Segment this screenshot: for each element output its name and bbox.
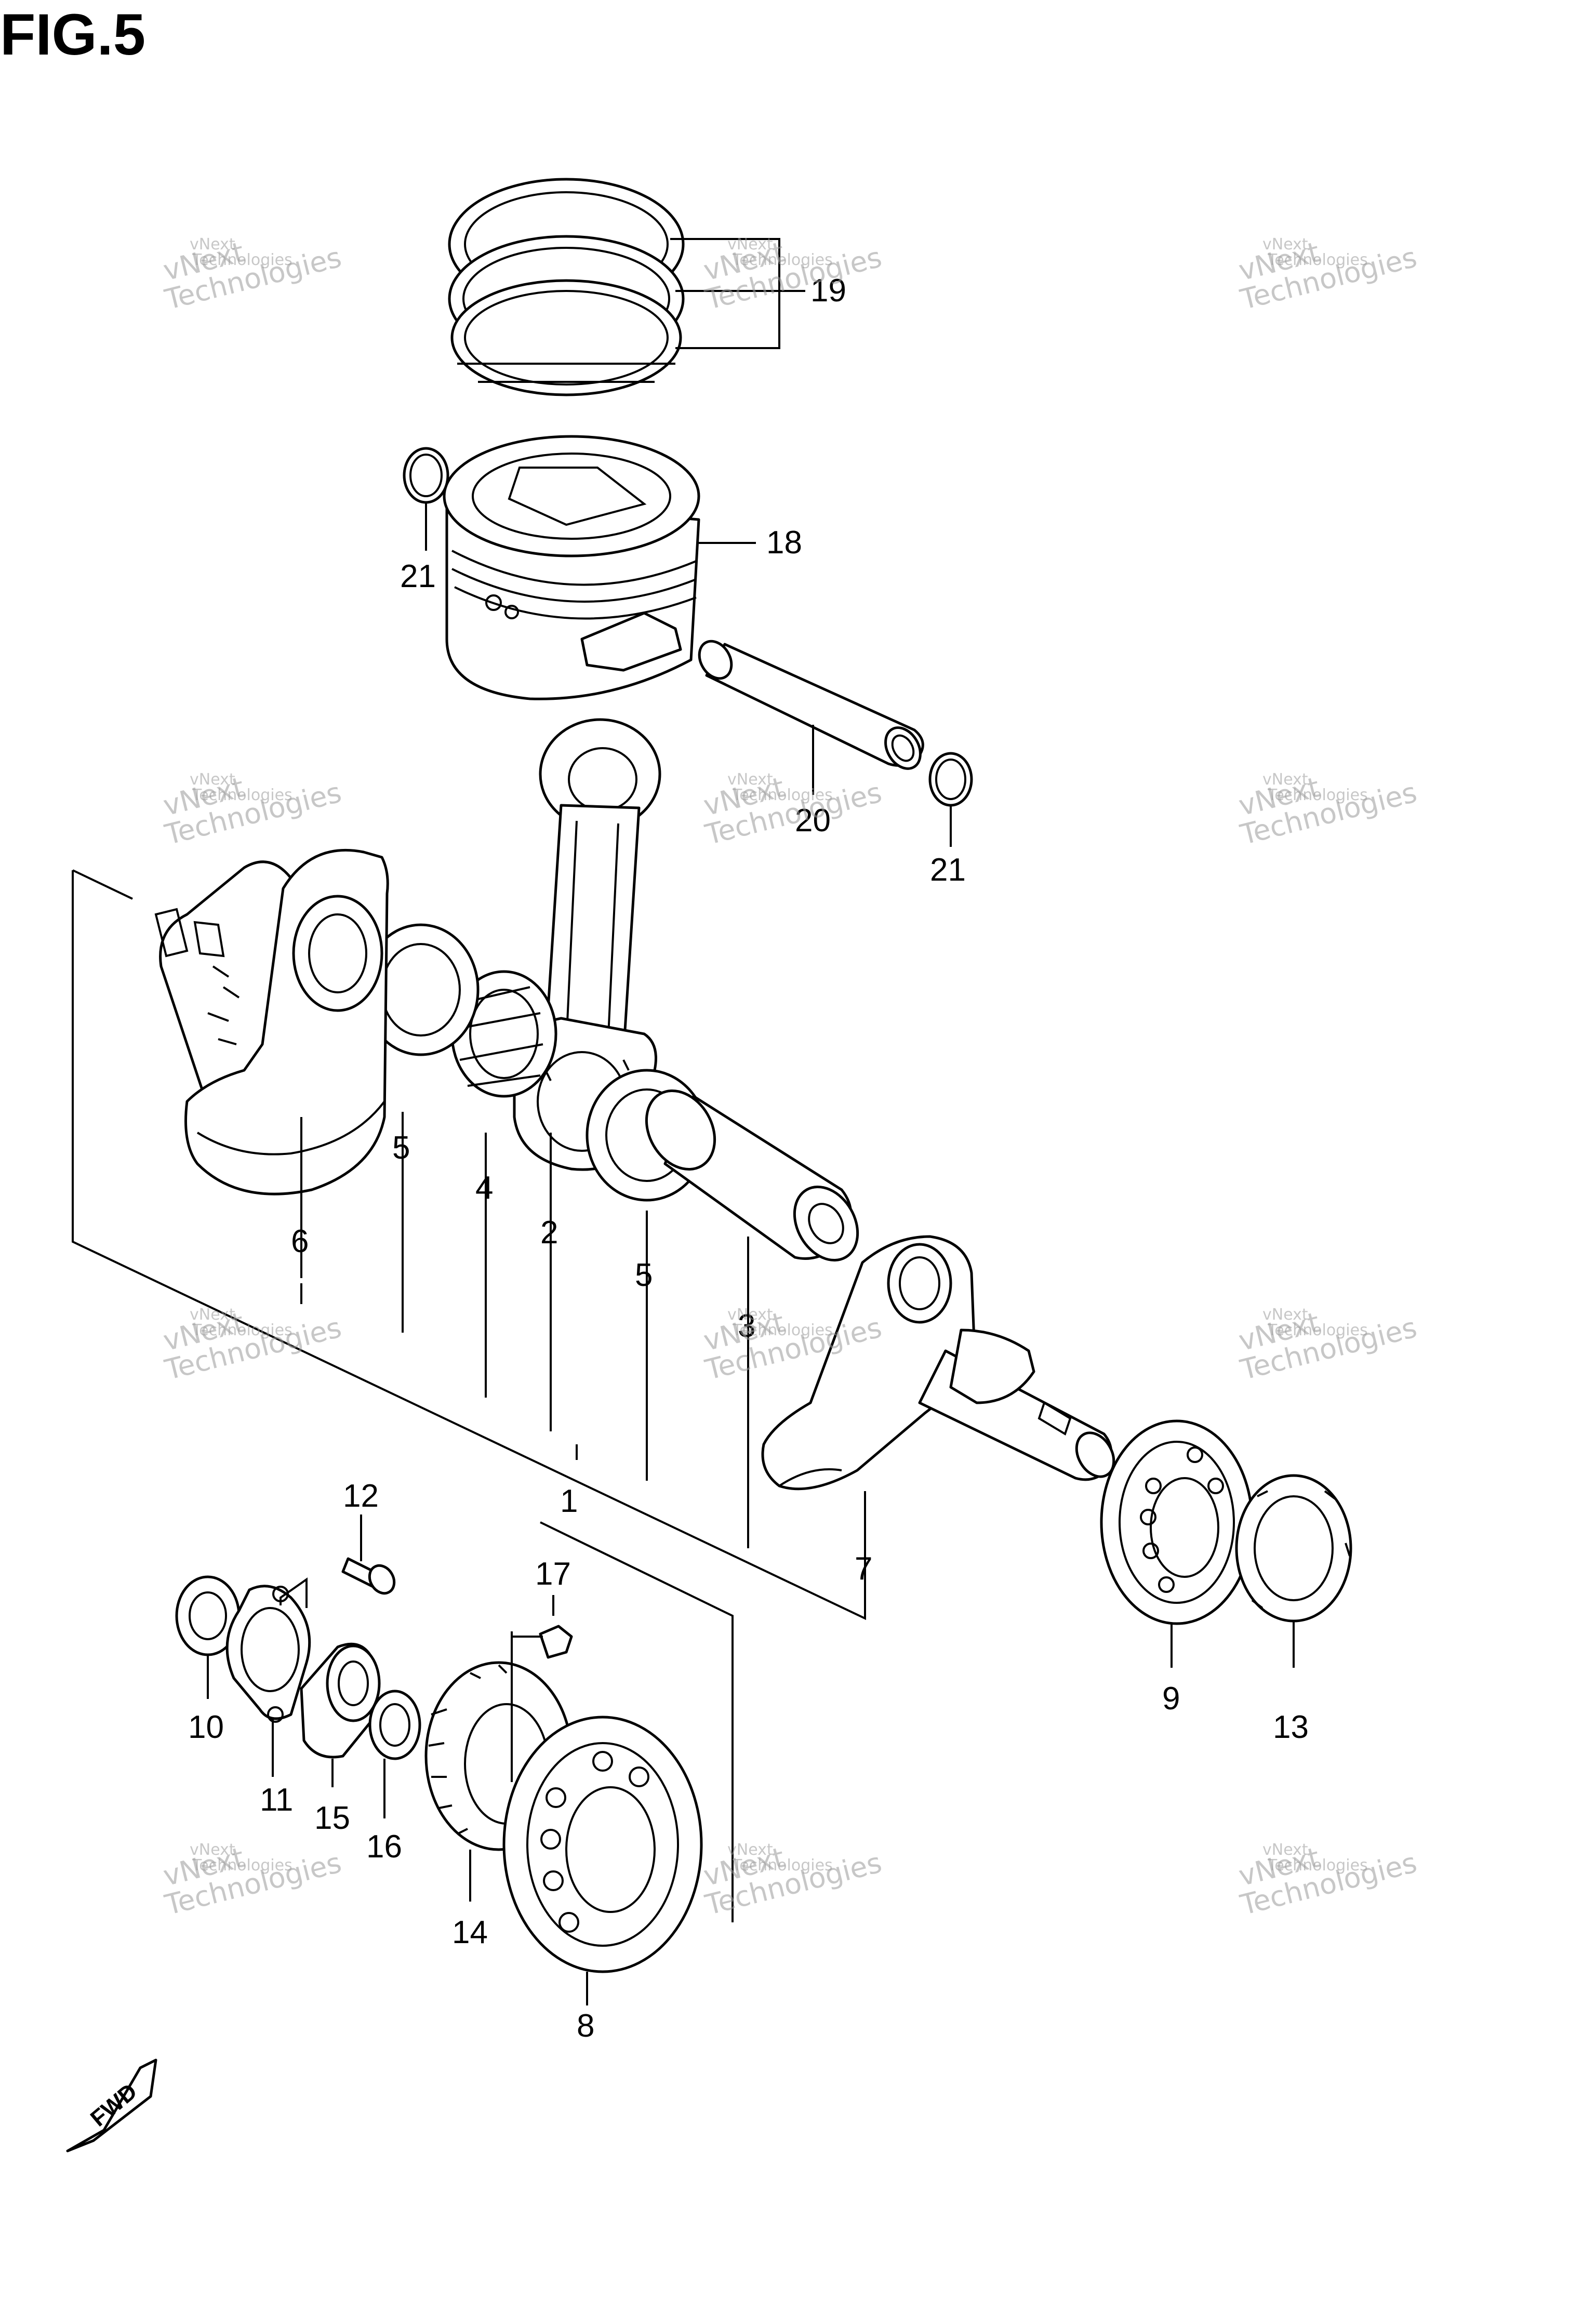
watermark-small: vNext [1262,1841,1308,1859]
watermark-small: Technologies [192,786,292,804]
watermark-small: vNext [190,770,235,789]
watermarks: vNext Technologies vNext Technologies vN… [160,235,1420,1922]
callout-16: 16 [366,1829,402,1865]
watermark-small: vNext [190,1306,235,1324]
watermark-small: Technologies [192,251,292,269]
watermark-small: vNext [727,1841,773,1859]
crankshaft-washer [368,1690,421,1760]
watermark-small: Technologies [732,251,833,269]
watermark-small: Technologies [1267,251,1368,269]
callout-12: 12 [343,1478,379,1514]
watermark-small: Technologies [1267,1321,1368,1339]
callout-13: 13 [1273,1709,1309,1745]
callout-17: 17 [535,1556,571,1592]
crankshaft-right-web [761,1235,1115,1491]
piston-pin-circlip-left [403,447,449,504]
callout-3: 3 [738,1308,755,1344]
crankshaft-left-web [154,848,389,1195]
retainer-screw [341,1557,396,1595]
watermark-small: Technologies [1267,1856,1368,1875]
watermark-small: vNext [727,770,773,789]
crankshaft-left-bearing [502,1716,703,1973]
callout-10: 10 [188,1709,224,1745]
watermark-small: vNext [1262,235,1308,254]
figure-title: FIG.5 [0,2,145,67]
callout-14: 14 [452,1915,488,1950]
assembly-brackets [72,869,866,1922]
watermark-small: Technologies [1267,786,1368,804]
callout-5-right: 5 [635,1257,653,1293]
watermark-small: Technologies [732,786,833,804]
crankshaft-right-nut [1235,1474,1352,1623]
crankshaft-spacer [300,1642,381,1759]
watermark-small: vNext [1262,770,1308,789]
watermark-small: vNext [190,235,235,254]
callout-labels: 1 2 3 4 5 5 6 7 8 9 10 11 12 13 14 15 16… [188,273,1309,2044]
crankshaft-right-bearing [1100,1419,1254,1625]
callout-8: 8 [577,2008,594,2044]
callout-18: 18 [766,525,802,561]
forward-direction-arrow: FWD [66,2058,157,2152]
bearing-retainer-plate [225,1585,311,1723]
piston-pin-circlip-right [928,752,973,807]
piston-rings [448,178,685,396]
piston-pin [698,640,924,770]
callout-6: 6 [291,1224,309,1259]
callout-1: 1 [560,1483,578,1519]
watermark-small: Technologies [732,1321,833,1339]
callout-19: 19 [810,273,846,309]
watermark-small: vNext [727,235,773,254]
callout-21-left: 21 [400,559,436,594]
callout-20: 20 [795,803,831,839]
callout-7: 7 [855,1551,872,1587]
callout-2: 2 [540,1215,558,1251]
callout-11: 11 [260,1782,293,1818]
callout-4: 4 [475,1170,493,1206]
woodruff-key [539,1625,573,1659]
callout-15: 15 [314,1800,350,1836]
callout-9: 9 [1162,1681,1180,1717]
callout-21-right: 21 [930,852,966,888]
watermark-small: Technologies [192,1856,292,1875]
watermark-small: vNext [727,1306,773,1324]
callout-5-left: 5 [392,1130,410,1166]
watermark-small: vNext [1262,1306,1308,1324]
leader-lines [207,238,1295,2005]
watermark-small: vNext [190,1841,235,1859]
piston [443,435,700,700]
watermark-small: Technologies [732,1856,833,1875]
watermark-small: Technologies [192,1321,292,1339]
crank-pin [645,1089,859,1262]
